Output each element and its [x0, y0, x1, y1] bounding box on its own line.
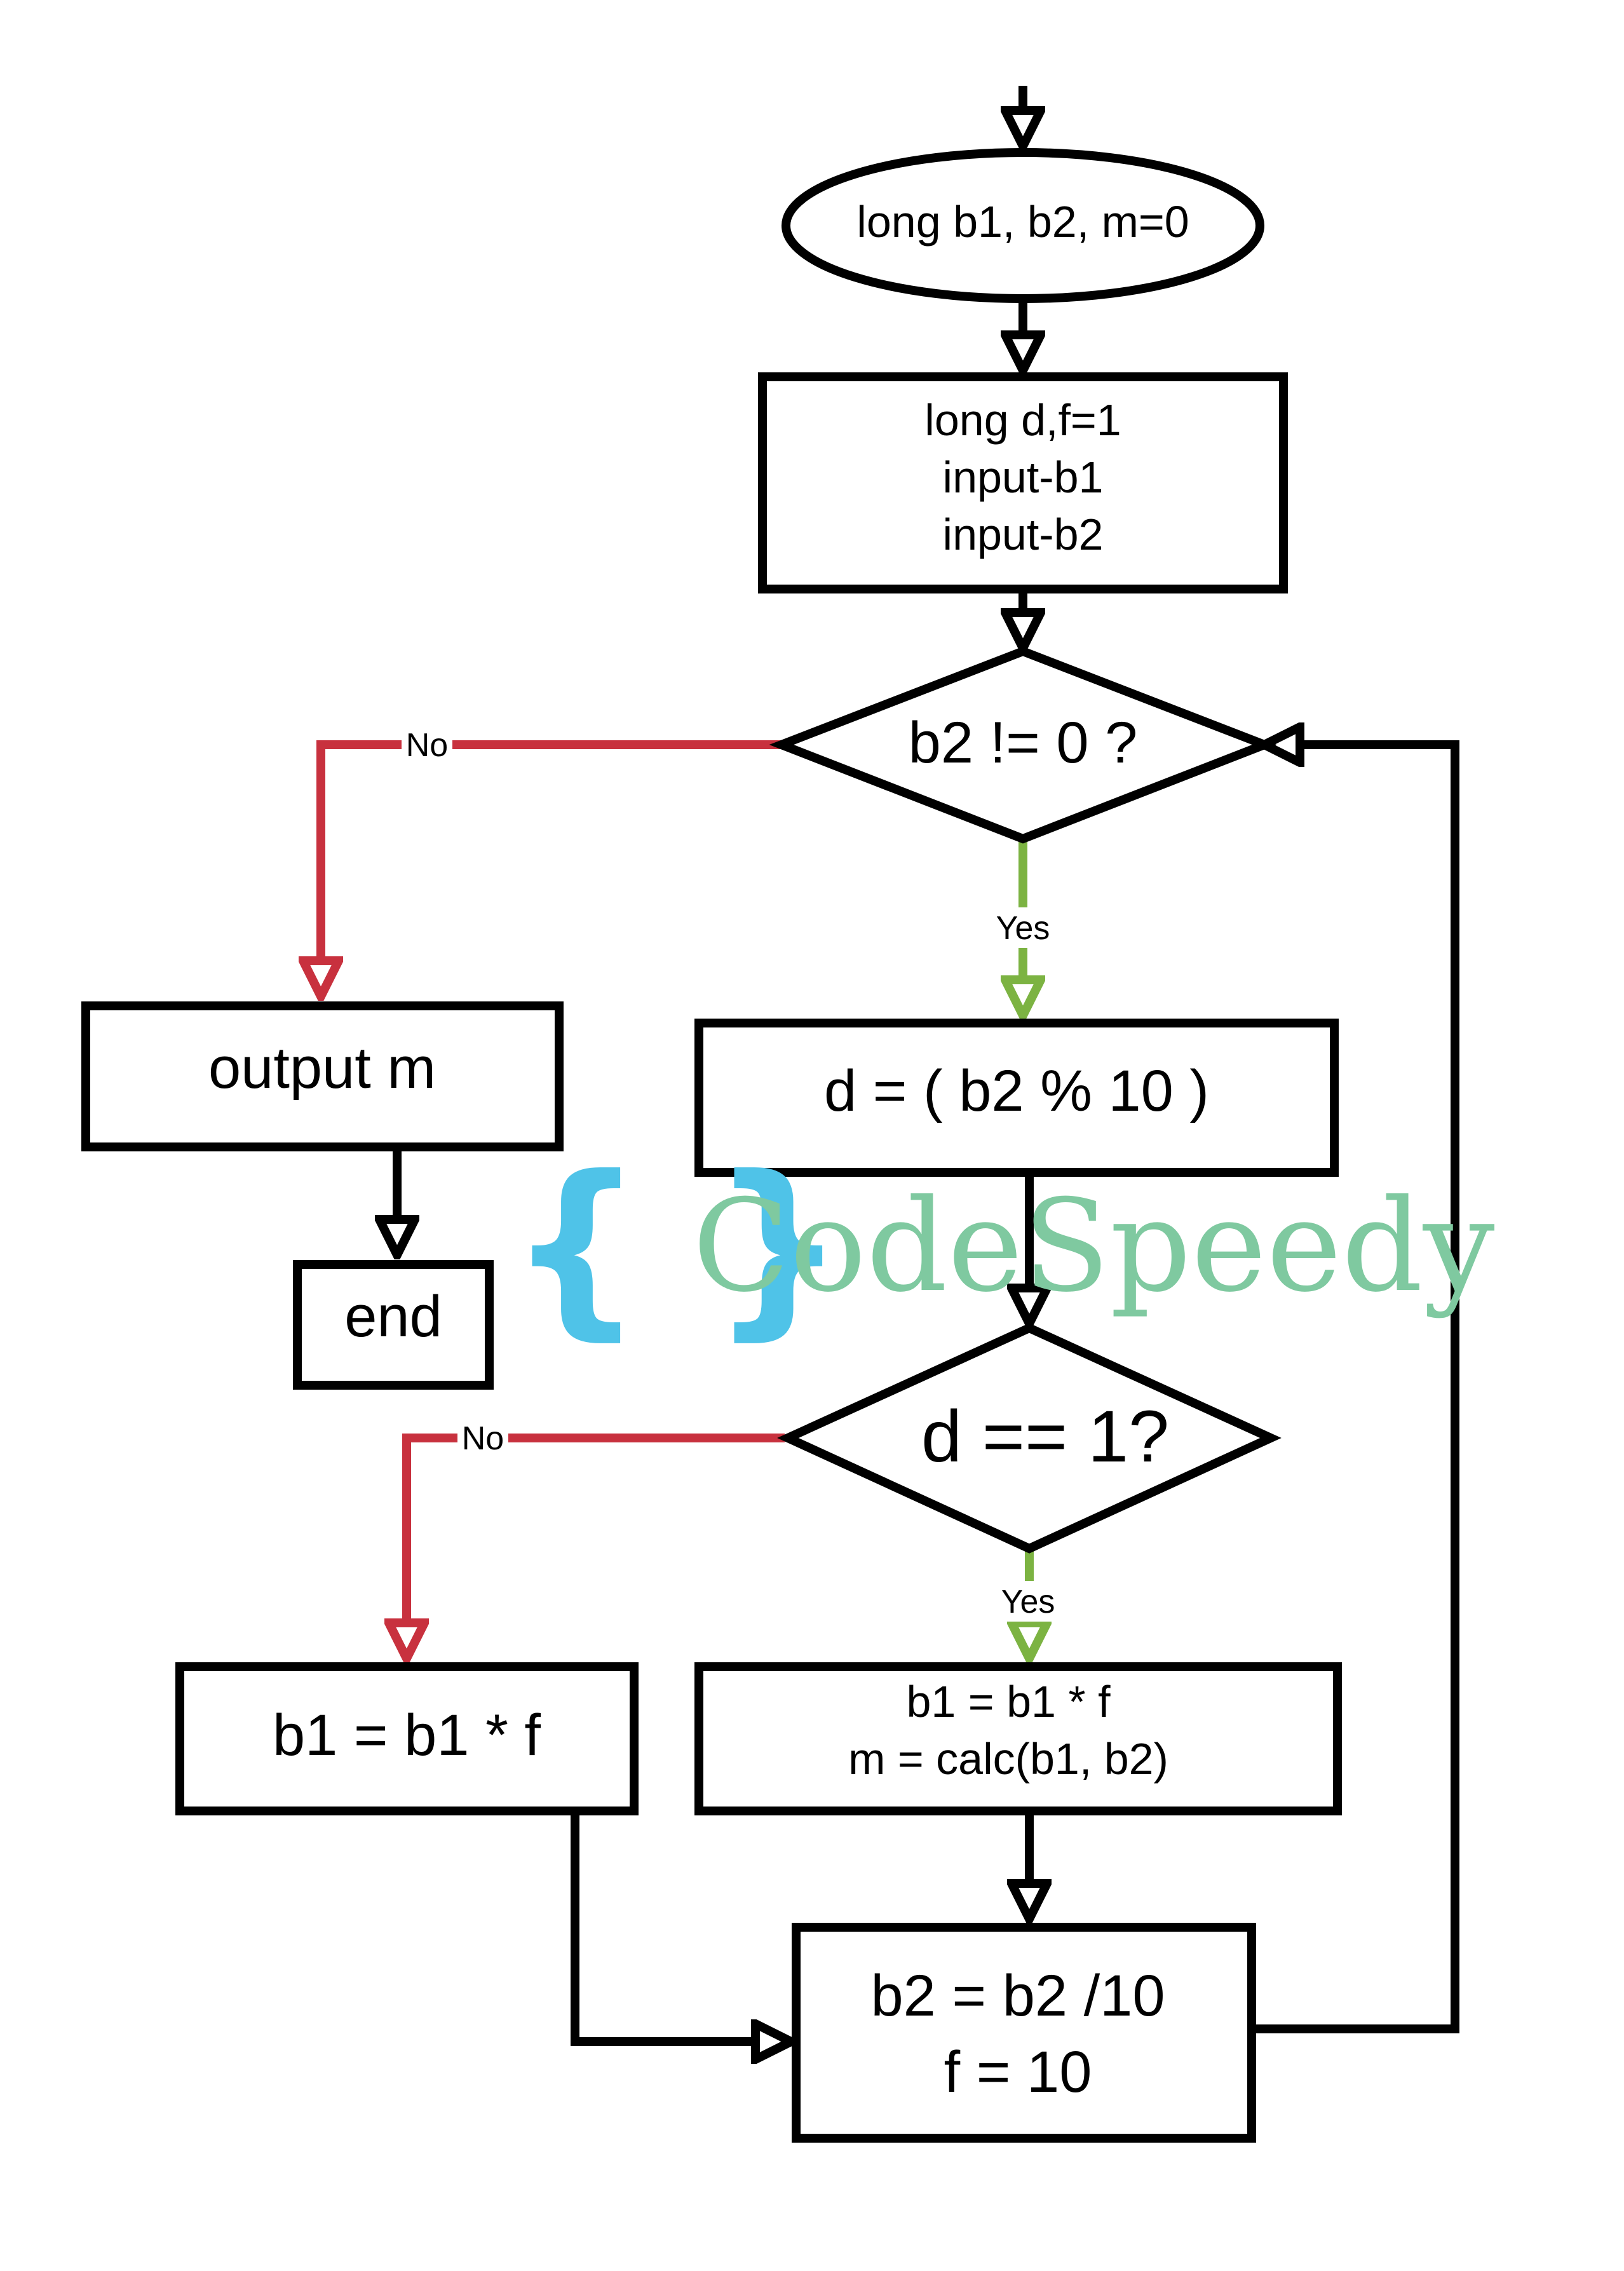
- edge-loop-back: [1255, 745, 1459, 2033]
- edge-label-bg: [457, 1419, 508, 1457]
- cond-b2-node: [769, 646, 1277, 844]
- edge-cond-d-no: [407, 1434, 785, 1658]
- update-node: [792, 1923, 1256, 2143]
- cond-d-node: [777, 1323, 1282, 1554]
- edge-cond-b2-no: [321, 740, 782, 996]
- start-node-label: long b1, b2, m=0: [856, 197, 1189, 247]
- edge-label-bg: [402, 726, 452, 764]
- nodes: [81, 148, 1342, 2143]
- mul-yes-node-label-line-1: b1 = b1 * f: [906, 1677, 1111, 1726]
- cond-b2-yes-label: Yes: [996, 910, 1050, 947]
- edge-labels: No Yes No Yes: [402, 726, 1066, 1622]
- edge-label-bg: [985, 907, 1061, 948]
- watermark: { } CodeSpeedy: [508, 1136, 1495, 1357]
- calc-d-node: [694, 1019, 1339, 1177]
- mul-no-node-label: b1 = b1 * f: [273, 1703, 541, 1768]
- output-node: [81, 1001, 564, 1151]
- init-node-label-line-2: input-b1: [943, 452, 1104, 502]
- mul-yes-node-label-line-2: m = calc(b1, b2): [848, 1734, 1168, 1784]
- cond-d-yes-label: Yes: [1001, 1583, 1055, 1620]
- cond-d-node-label: d == 1?: [921, 1396, 1169, 1477]
- calc-d-node-label: d = ( b2 % 10 ): [824, 1059, 1209, 1123]
- node-labels: long b1, b2, m=0 long d,f=1 input-b1 inp…: [208, 197, 1209, 2105]
- mul-no-node: [175, 1662, 639, 1815]
- end-node: [293, 1260, 494, 1390]
- watermark-text: CodeSpeedy: [693, 1172, 1495, 1320]
- output-node-label: output m: [208, 1036, 436, 1101]
- cond-d-no-label: No: [462, 1420, 504, 1457]
- start-node: [782, 148, 1264, 303]
- update-node-label-line-2: f = 10: [944, 2040, 1092, 2105]
- end-node-label: end: [344, 1284, 442, 1349]
- init-node-label-line-3: input-b2: [943, 510, 1104, 559]
- init-node: [758, 372, 1288, 593]
- mul-yes-node: [694, 1662, 1342, 1815]
- update-node-label-line-1: b2 = b2 /10: [871, 1963, 1165, 2028]
- init-node-label-line-1: long d,f=1: [924, 395, 1121, 445]
- watermark-brace: { }: [508, 1136, 846, 1357]
- edge-mul-no-update: [571, 1811, 791, 2042]
- cond-b2-no-label: No: [406, 727, 448, 764]
- cond-b2-node-label: b2 != 0 ?: [909, 710, 1138, 775]
- edge-label-bg: [990, 1581, 1066, 1622]
